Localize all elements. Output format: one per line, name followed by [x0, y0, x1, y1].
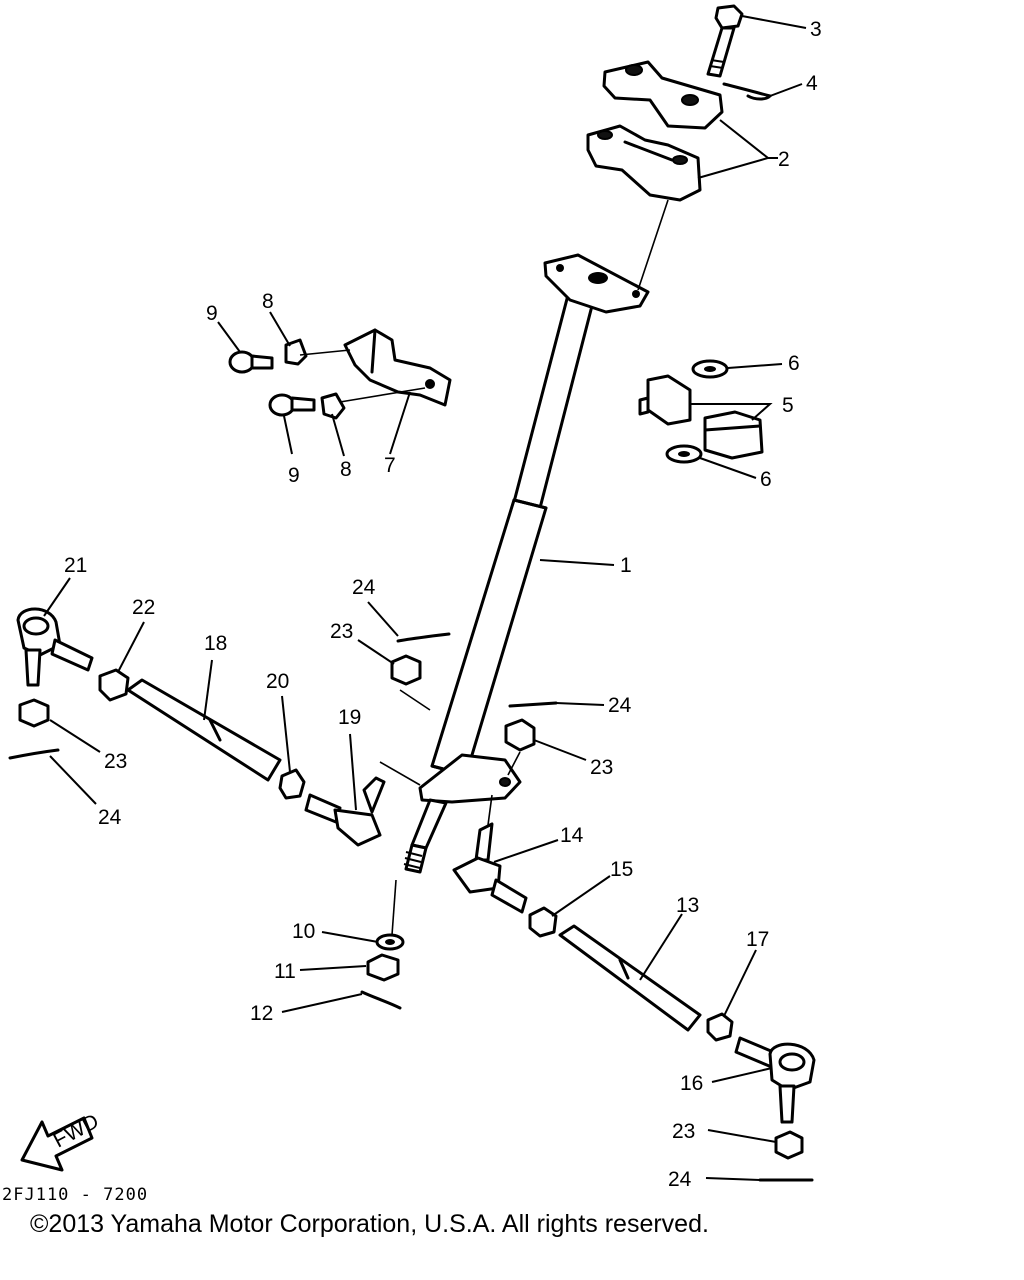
holder-plate-8-upper: [284, 338, 308, 366]
cotter-pin-4: [722, 82, 773, 101]
callout-numbers: 1 2 3 4 5 6 6 7 8 8 9 9 10 11 12 13 14 1…: [64, 18, 822, 1191]
callout-8-upper: 8: [262, 290, 274, 313]
cotter-pin-24-center-upper: [396, 632, 451, 643]
locknut-17: [706, 1012, 734, 1042]
callout-24-left: 24: [98, 806, 122, 829]
tie-rod-13: [558, 924, 702, 1032]
washer-6-upper-hole: [704, 366, 716, 372]
steering-shaft: [403, 253, 650, 874]
callout-23-center-lower: 23: [590, 756, 613, 779]
tie-rod-end-21: [16, 607, 94, 687]
holder-bolt: [706, 4, 744, 78]
bolt-9-upper: [228, 350, 274, 374]
callout-3: 3: [810, 18, 822, 41]
callout-18: 18: [204, 632, 227, 655]
callout-15: 15: [610, 858, 633, 881]
cotter-pin-24-left: [8, 748, 60, 760]
callout-6-upper: 6: [788, 352, 800, 375]
callout-1: 1: [620, 554, 632, 577]
cotter-pin-12: [360, 990, 402, 1010]
nut-23-center-upper: [390, 654, 422, 686]
locknut-20: [278, 768, 306, 800]
callout-23-left: 23: [104, 750, 127, 773]
nut-23-right: [774, 1130, 804, 1160]
tie-rod-18: [126, 678, 282, 782]
locknut-22: [98, 668, 130, 702]
callout-13: 13: [676, 894, 699, 917]
callout-19: 19: [338, 706, 361, 729]
callout-11: 11: [274, 960, 296, 983]
washer-10-hole: [385, 939, 395, 945]
nut-23-left: [18, 698, 50, 728]
bolt-9-lower: [268, 393, 316, 417]
callout-9-lower: 9: [288, 464, 300, 487]
tie-rod-end-19: [304, 776, 386, 847]
callout-7: 7: [384, 454, 396, 477]
callout-17: 17: [746, 928, 769, 951]
tie-rod-end-14: [452, 822, 528, 914]
locknut-15: [528, 906, 558, 938]
callout-20: 20: [266, 670, 289, 693]
handlebar-holder-lower: [586, 124, 702, 202]
assembly-guide-lines: [299, 199, 669, 936]
callout-2: 2: [778, 148, 790, 171]
holder-plate-8-lower: [320, 392, 346, 420]
callout-9-upper: 9: [206, 302, 218, 325]
callout-leaders: [43, 15, 807, 1181]
callout-24-center-lower: 24: [608, 694, 632, 717]
tie-rod-end-16: [734, 1036, 816, 1124]
callout-14: 14: [560, 824, 584, 847]
handlebar-holder-upper: [602, 60, 724, 130]
copyright-notice: ©2013 Yamaha Motor Corporation, U.S.A. A…: [30, 1210, 709, 1238]
castle-nut-11: [366, 953, 400, 982]
nut-23-center-lower: [504, 718, 536, 752]
callout-23-center-upper: 23: [330, 620, 353, 643]
callout-10: 10: [292, 920, 315, 943]
callout-16: 16: [680, 1072, 703, 1095]
cotter-pin-24-center-lower: [508, 701, 558, 708]
callout-6-lower: 6: [760, 468, 772, 491]
steering-bushing-halves: [638, 374, 764, 460]
callout-8-lower: 8: [340, 458, 352, 481]
callout-4: 4: [806, 72, 818, 95]
callout-23-right: 23: [672, 1120, 695, 1143]
callout-22: 22: [132, 596, 155, 619]
callout-5: 5: [782, 394, 794, 417]
callout-24-right: 24: [668, 1168, 692, 1191]
callout-21: 21: [64, 554, 87, 577]
reference-code: 2FJ110 - 7200: [2, 1185, 148, 1205]
washer-6-lower-hole: [678, 451, 690, 457]
shaft-holder-bracket: [343, 328, 452, 407]
callout-24-center-upper: 24: [352, 576, 376, 599]
callout-12: 12: [250, 1002, 273, 1025]
forward-direction-arrow: FWD: [20, 1110, 103, 1172]
